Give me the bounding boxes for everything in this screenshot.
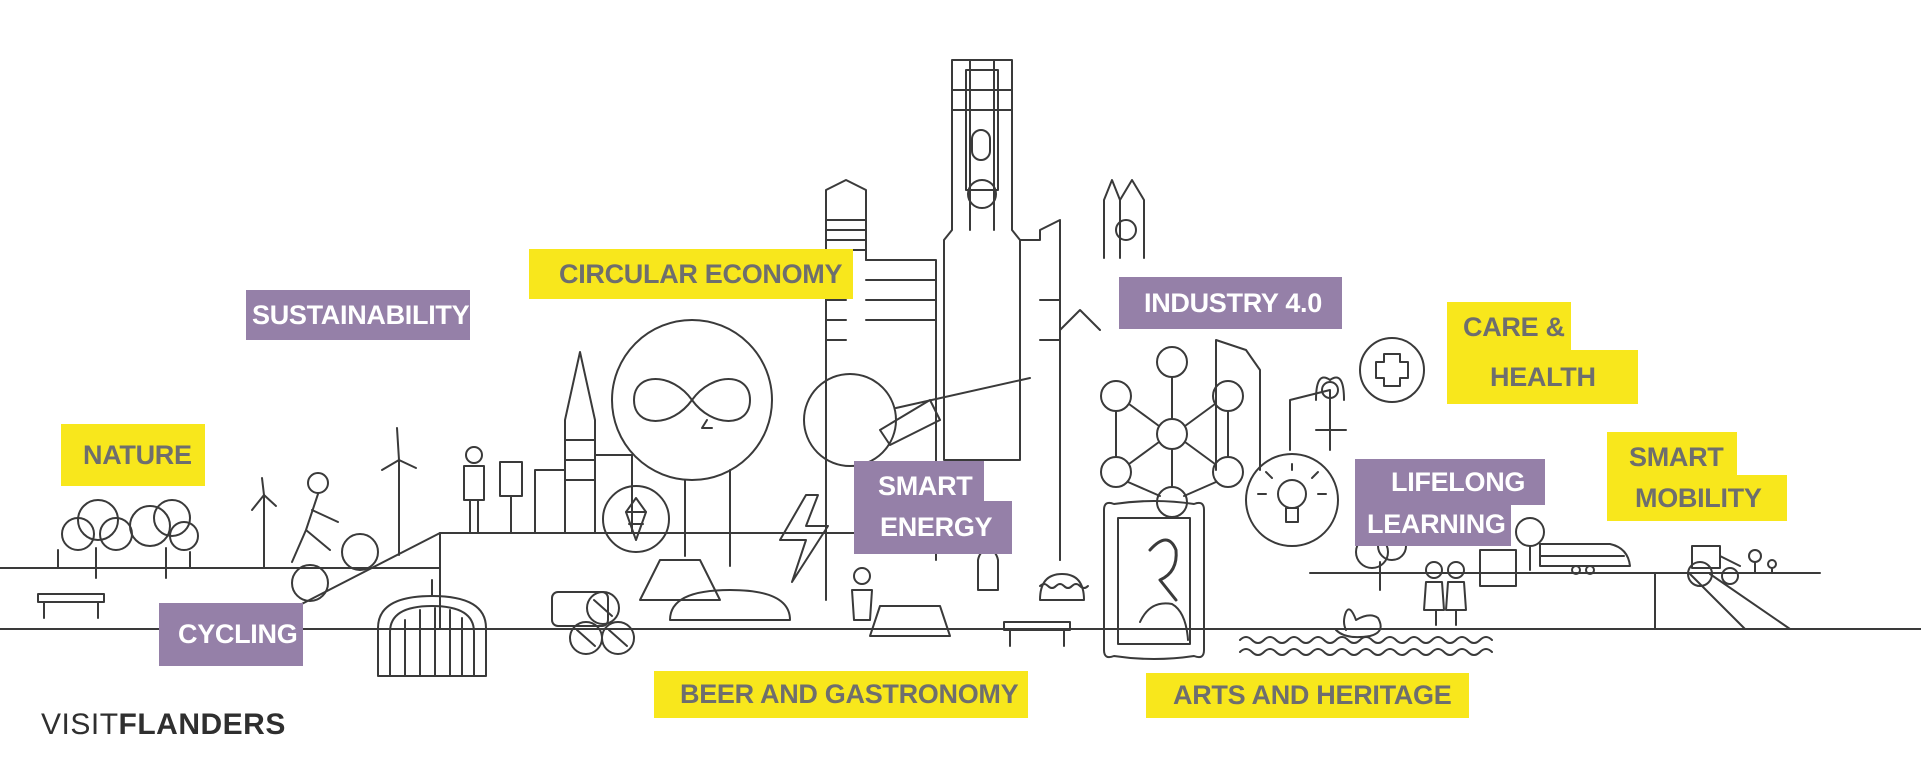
train-icon (1539, 543, 1631, 575)
person-icon (463, 446, 523, 533)
label-beer-gastronomy: BEER AND GASTRONOMY (654, 671, 1028, 718)
atomium-icon (1100, 346, 1244, 518)
cyclist-icon (289, 472, 441, 611)
bench-icon (37, 593, 105, 619)
wind-turbine-icon (251, 427, 417, 569)
church-tower-icon (943, 59, 1021, 461)
label-smart-mobility-line2: MOBILITY (1607, 475, 1787, 521)
magnifier-icon (803, 373, 1031, 467)
label-lifelong-line1: LIFELONG (1355, 459, 1545, 505)
infinity-icon (611, 319, 791, 621)
label-smart-energy-line2: ENERGY (854, 501, 1012, 554)
health-cross-icon (1359, 337, 1425, 403)
buildings-lower (851, 549, 1089, 637)
buildings-left (439, 351, 633, 629)
label-sustainability: SUSTAINABILITY (246, 290, 470, 340)
label-smart-mobility-line1: SMART (1607, 432, 1737, 482)
hop-icon (602, 485, 670, 553)
lightbulb-icon (1245, 453, 1339, 547)
label-nature: NATURE (61, 424, 205, 486)
label-arts-heritage: ARTS AND HERITAGE (1146, 673, 1469, 718)
label-care-health-line2: HEALTH (1447, 350, 1638, 404)
market-hall-icon (377, 579, 487, 677)
label-circular-economy: CIRCULAR ECONOMY (529, 249, 853, 299)
bench-icon (1003, 621, 1071, 647)
label-cycling: CYCLING (159, 603, 303, 666)
swan-icon (1239, 608, 1493, 656)
logo-text-visit: VISIT (41, 708, 119, 741)
tree-icon (57, 499, 199, 579)
barrels-icon (551, 591, 635, 655)
label-industry-4-0: INDUSTRY 4.0 (1119, 277, 1342, 329)
portrait-icon (1103, 500, 1205, 660)
label-lifelong-line2: LEARNING (1355, 502, 1511, 546)
thumbs-up-icon (1423, 549, 1517, 626)
lightning-icon (779, 494, 829, 583)
label-care-health-line1: CARE & (1447, 302, 1571, 352)
visitflanders-logo: VISITFLANDERS (41, 708, 286, 742)
tractor-icon (1654, 545, 1791, 630)
buildings-center (825, 179, 1347, 601)
logo-text-flanders: FLANDERS (118, 708, 286, 741)
